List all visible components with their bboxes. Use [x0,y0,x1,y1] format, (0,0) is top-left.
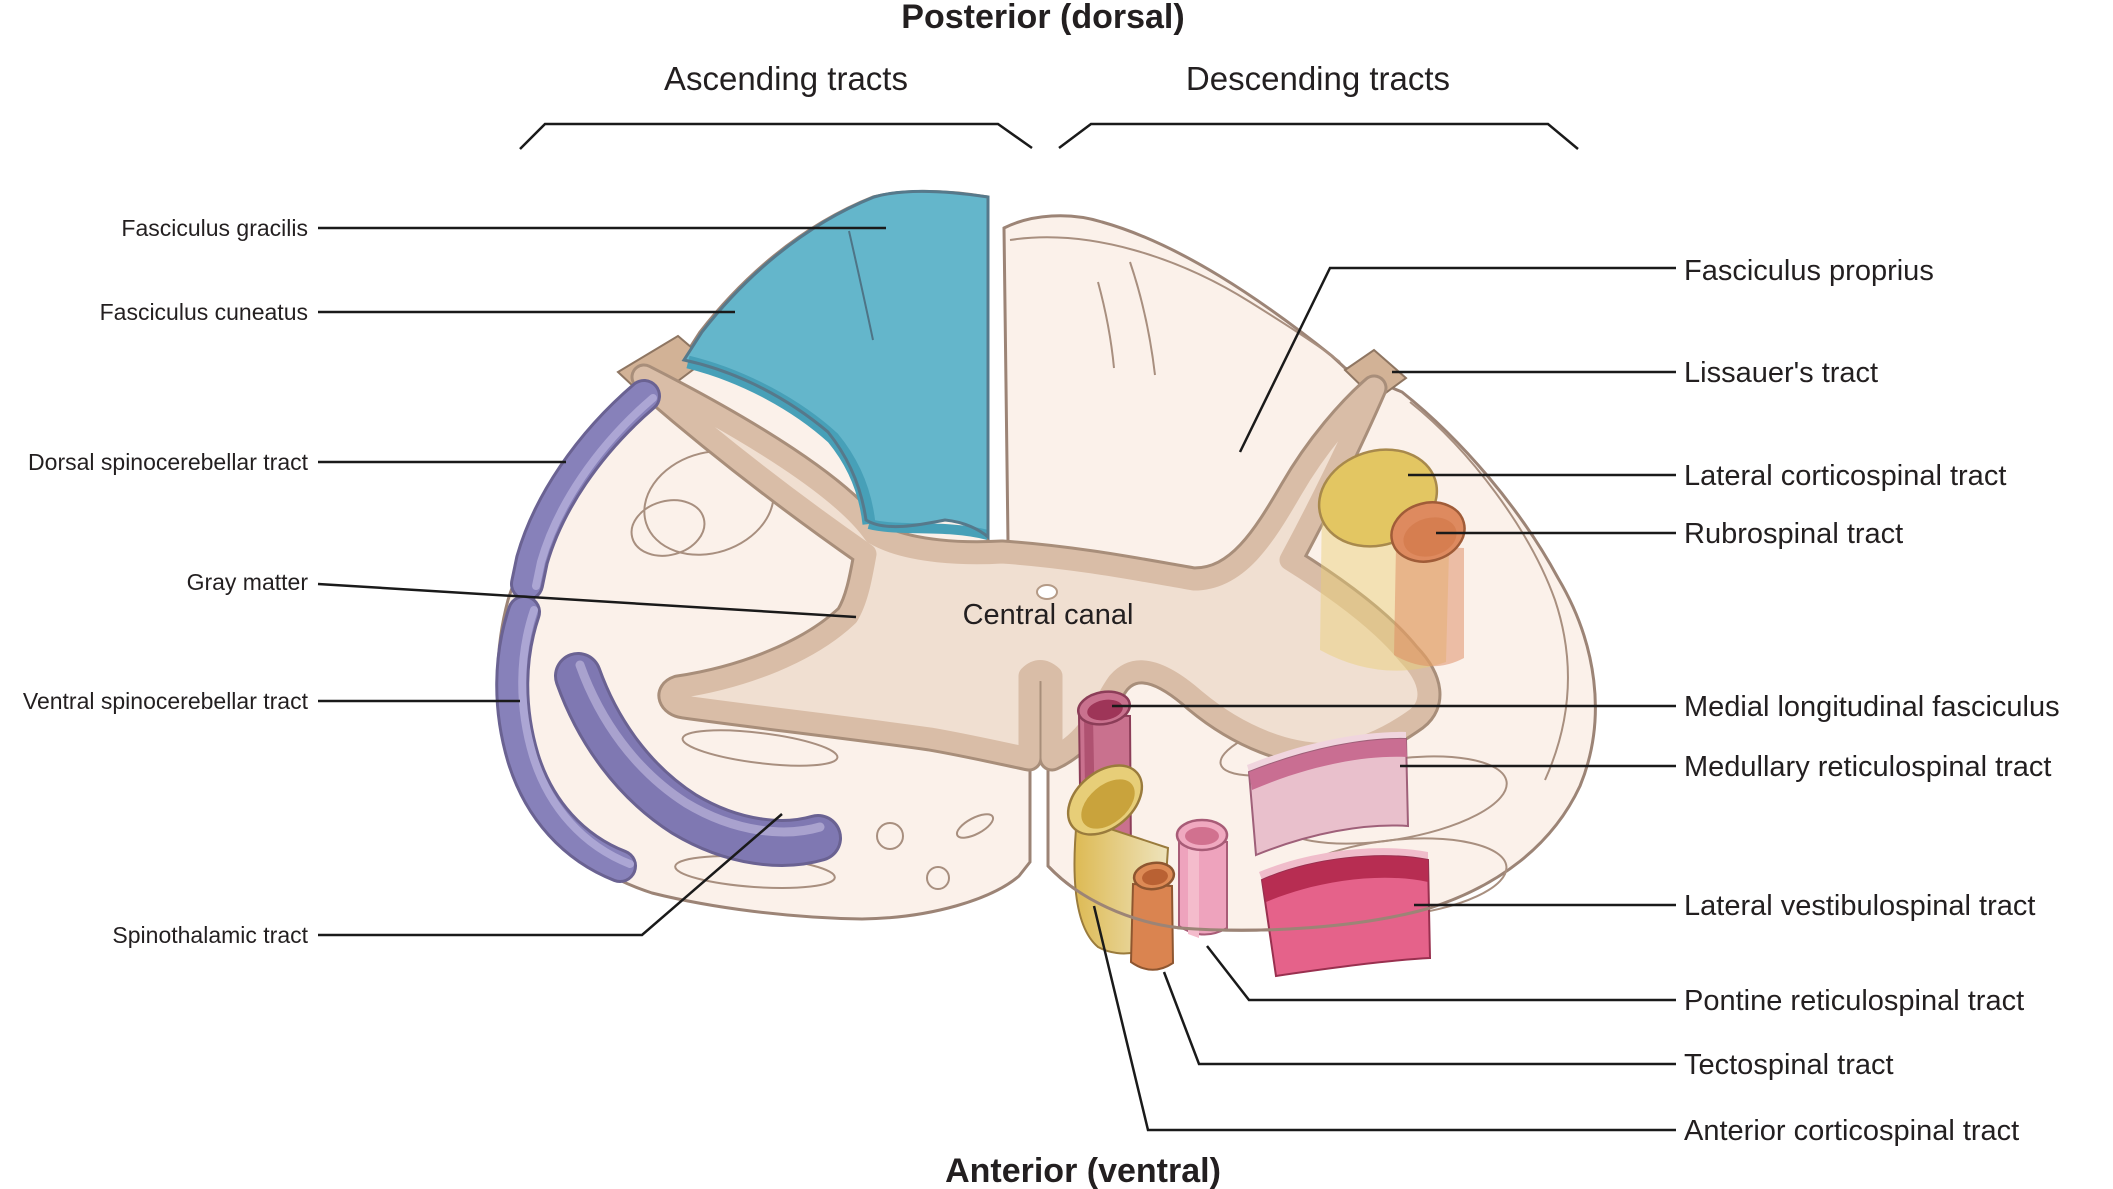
label-tectospinal-tract: Tectospinal tract [1684,1049,1894,1081]
left-labels: Fasciculus gracilis Fasciculus cuneatus … [23,215,309,948]
label-fasciculus-gracilis: Fasciculus gracilis [121,215,308,241]
dorsal-columns-teal [681,189,990,541]
medullary-reticulospinal-tract-ribbon [1247,731,1410,857]
title-anterior: Anterior (ventral) [945,1152,1221,1189]
descending-tracts-bracket [1058,122,1579,150]
pontine-reticulospinal-tract-tube [1175,818,1229,938]
label-gray-matter: Gray matter [187,569,309,595]
central-canal [1036,584,1058,600]
group-ascending-tracts: Ascending tracts [664,60,908,97]
gray-matter [644,377,1428,758]
gracilis-cuneatus-divider [848,230,874,341]
lateral-vestibulospinal-tract-ribbon [1259,848,1432,978]
label-medial-longitudinal-fasciculus: Medial longitudinal fasciculus [1684,691,2060,723]
label-fasciculus-proprius: Fasciculus proprius [1684,255,1934,287]
label-central-canal: Central canal [963,599,1134,631]
label-ventral-spinocerebellar-tract: Ventral spinocerebellar tract [23,688,309,714]
title-posterior: Posterior (dorsal) [901,0,1184,36]
label-dorsal-spinocerebellar-tract: Dorsal spinocerebellar tract [28,449,309,475]
label-anterior-corticospinal-tract: Anterior corticospinal tract [1684,1115,2019,1147]
label-lissauers-tract: Lissauer's tract [1684,357,1878,389]
ascending-tracts-bracket [519,122,1033,150]
dorsal-spinocerebellar-tract-band [510,379,661,601]
label-rubrospinal-tract: Rubrospinal tract [1684,518,1903,550]
label-fasciculus-cuneatus: Fasciculus cuneatus [100,299,308,325]
spinal-cord-cross-section [495,189,1597,978]
label-lateral-vestibulospinal-tract: Lateral vestibulospinal tract [1684,890,2035,922]
label-lateral-corticospinal-tract: Lateral corticospinal tract [1684,460,2006,492]
rubrospinal-tract-shape [1390,501,1466,667]
ventral-spinocerebellar-tract-band [495,595,637,883]
leader-lines [317,226,1676,1132]
group-descending-tracts: Descending tracts [1186,60,1450,97]
spinothalamic-tract-band [554,652,842,867]
label-medullary-reticulospinal-tract: Medullary reticulospinal tract [1684,751,2051,783]
ventral-surface-edge [1046,864,1431,932]
right-labels: Fasciculus proprius Lissauer's tract Lat… [1684,255,2060,1147]
label-spinothalamic-tract: Spinothalamic tract [112,922,308,948]
label-pontine-reticulospinal-tract: Pontine reticulospinal tract [1684,985,2024,1017]
tectospinal-tract-tube [1129,861,1176,971]
